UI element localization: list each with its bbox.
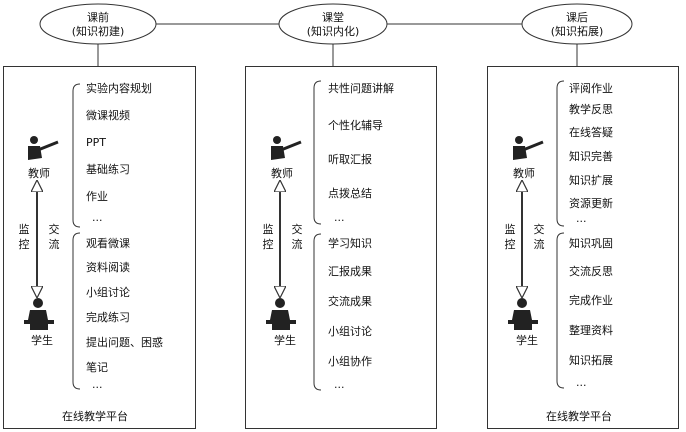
student-item: 提出问题、困惑 xyxy=(86,336,163,349)
teacher-item: 共性问题讲解 xyxy=(328,82,394,95)
teacher-item: 在线答疑 xyxy=(569,126,613,139)
phase-subtitle: (知识初建) xyxy=(71,25,125,38)
student-label: 学生 xyxy=(31,334,53,347)
student-item: 汇报成果 xyxy=(328,265,372,278)
student-item: 学习知识 xyxy=(328,237,372,250)
column-box-1 xyxy=(3,66,196,429)
monitor-label: 监控 xyxy=(262,223,274,251)
platform-label: 在线教学平台 xyxy=(62,410,128,423)
student-icon xyxy=(266,298,296,330)
student-item: ... xyxy=(576,376,587,389)
phase-title: 课堂 xyxy=(322,11,344,24)
student-item: 完成作业 xyxy=(569,294,613,307)
teacher-icon xyxy=(513,136,544,160)
teacher-icon xyxy=(28,136,59,160)
teacher-label: 教师 xyxy=(271,167,293,180)
teacher-item: 基础练习 xyxy=(86,163,130,176)
student-item: 小组讨论 xyxy=(86,286,130,299)
teacher-item: 资源更新 xyxy=(569,197,613,210)
teacher-label: 教师 xyxy=(28,167,50,180)
phase-subtitle: (知识内化) xyxy=(306,25,360,38)
teacher-item: 听取汇报 xyxy=(328,153,372,166)
student-item: 小组协作 xyxy=(328,355,372,368)
student-item: 完成练习 xyxy=(86,311,130,324)
teacher-item: 实验内容规划 xyxy=(86,82,152,95)
teacher-item: 作业 xyxy=(86,190,108,203)
student-item: 整理资料 xyxy=(569,324,613,337)
student-label: 学生 xyxy=(516,334,538,347)
phase-title: 课前 xyxy=(87,11,109,24)
teacher-item: 知识扩展 xyxy=(569,174,613,187)
teacher-icon xyxy=(271,136,302,160)
student-item: 交流成果 xyxy=(328,295,372,308)
teacher-item: 个性化辅导 xyxy=(328,119,383,132)
platform-label: 在线教学平台 xyxy=(546,410,612,423)
teacher-item: 点拨总结 xyxy=(328,187,372,200)
monitor-label: 监控 xyxy=(504,223,516,251)
phase-label-3: 课后 (知识拓展) xyxy=(527,11,627,39)
exchange-label: 交流 xyxy=(291,223,303,251)
student-item: ... xyxy=(334,378,345,391)
student-item: 观看微课 xyxy=(86,237,130,250)
exchange-label: 交流 xyxy=(48,223,60,251)
student-icon xyxy=(24,298,54,330)
monitor-label: 监控 xyxy=(18,223,30,251)
phase-subtitle: (知识拓展) xyxy=(550,25,604,38)
teacher-item: PPT xyxy=(86,136,106,149)
phase-label-1: 课前 (知识初建) xyxy=(48,11,148,39)
student-item: 知识巩固 xyxy=(569,237,613,250)
student-item: 交流反思 xyxy=(569,265,613,278)
student-icon xyxy=(508,298,538,330)
teacher-item: ... xyxy=(334,211,345,224)
phase-title: 课后 xyxy=(566,11,588,24)
teacher-item: ... xyxy=(92,211,103,224)
teacher-item: 评阅作业 xyxy=(569,82,613,95)
student-item: 笔记 xyxy=(86,361,108,374)
student-item: 知识拓展 xyxy=(569,354,613,367)
teacher-item: 微课视频 xyxy=(86,109,130,122)
teacher-item: ... xyxy=(576,212,587,225)
phase-label-2: 课堂 (知识内化) xyxy=(283,11,383,39)
column-box-2 xyxy=(245,66,437,429)
student-item: 小组讨论 xyxy=(328,325,372,338)
column-box-3 xyxy=(487,66,679,429)
exchange-label: 交流 xyxy=(533,223,545,251)
teacher-item: 教学反思 xyxy=(569,103,613,116)
student-item: 资料阅读 xyxy=(86,261,130,274)
teacher-item: 知识完善 xyxy=(569,150,613,163)
student-label: 学生 xyxy=(274,334,296,347)
student-item: ... xyxy=(92,378,103,391)
teacher-label: 教师 xyxy=(513,167,535,180)
